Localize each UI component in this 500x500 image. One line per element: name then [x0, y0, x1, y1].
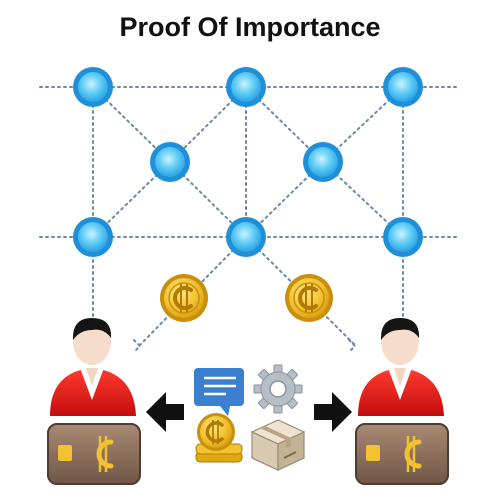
- message-icon: [194, 368, 244, 416]
- network-node-icon: [303, 142, 343, 182]
- package-icon: [250, 419, 306, 471]
- user-icon: [358, 318, 444, 416]
- wallet-icon: [355, 423, 449, 485]
- link: [139, 236, 247, 346]
- network-node-icon: [383, 217, 423, 257]
- arrow-right-icon: [314, 392, 352, 432]
- network-nodes: [73, 67, 423, 257]
- network-node-icon: [150, 142, 190, 182]
- coin-icon: [285, 274, 333, 322]
- gear-icon: [253, 364, 303, 414]
- network-node-icon: [73, 67, 113, 107]
- user-icon: [50, 318, 136, 416]
- link: [245, 236, 356, 346]
- network-node-icon: [226, 67, 266, 107]
- network-node-icon: [226, 217, 266, 257]
- network-node-icon: [383, 67, 423, 107]
- wallet-icon: [47, 423, 141, 485]
- link: [348, 339, 357, 353]
- diagram-title: Proof Of Importance: [119, 12, 381, 42]
- network-node-icon: [73, 217, 113, 257]
- coin-stack-icon: [195, 413, 243, 463]
- coin-icon: [160, 274, 208, 322]
- arrow-left-icon: [146, 392, 184, 432]
- link: [133, 339, 142, 353]
